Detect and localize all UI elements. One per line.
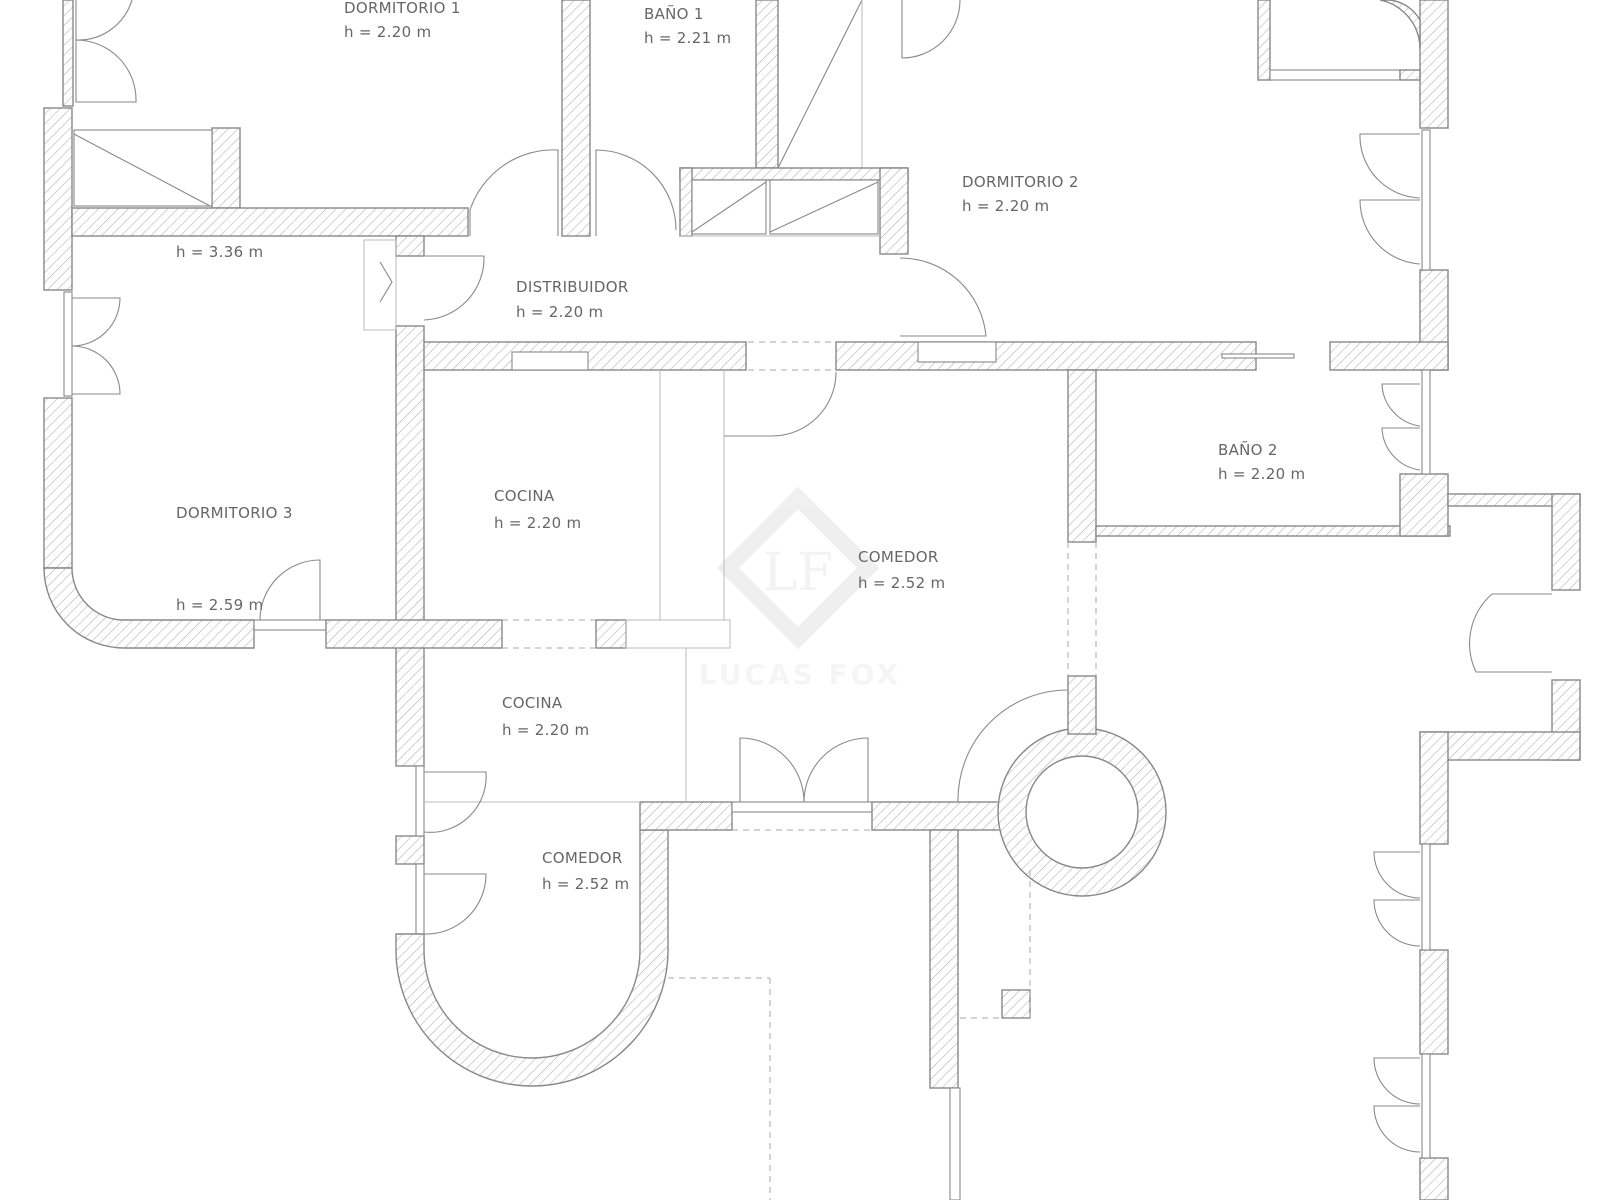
watermark-logo: LF	[763, 543, 834, 603]
room-height-cocina-2: h = 2.20 m	[502, 721, 589, 739]
room-height-distribuidor: h = 2.20 m	[516, 303, 603, 321]
room-height-dormitorio-2: h = 2.20 m	[962, 197, 1049, 215]
room-name-distribuidor: DISTRIBUIDOR	[516, 278, 629, 296]
doors	[71, 0, 1552, 1153]
room-name-dormitorio-3: DORMITORIO 3	[176, 504, 293, 522]
watermark-brand: LUCAS FOX	[699, 658, 901, 691]
room-height-dormitorio-1: h = 2.20 m	[344, 23, 431, 41]
room-height-dormitorio-3: h = 2.59 m	[176, 596, 263, 614]
room-height-comedor-1: h = 2.52 m	[858, 574, 945, 592]
room-height-bano-1: h = 2.21 m	[644, 29, 731, 47]
room-name-comedor-2: COMEDOR	[542, 849, 623, 867]
room-name-bano-1: BAÑO 1	[644, 4, 704, 23]
room-name-cocina-1: COCINA	[494, 487, 555, 505]
walls	[43, 0, 1581, 1200]
room-labels: DORMITORIO 1 h = 2.20 m BAÑO 1 h = 2.21 …	[176, 0, 1305, 893]
room-height-bano-2: h = 2.20 m	[1218, 465, 1305, 483]
room-name-bano-2: BAÑO 2	[1218, 440, 1278, 459]
room-name-dormitorio-1: DORMITORIO 1	[344, 0, 461, 17]
watermark: LF LUCAS FOX	[699, 486, 901, 691]
room-name-comedor-1: COMEDOR	[858, 548, 939, 566]
room-name-dormitorio-2: DORMITORIO 2	[962, 173, 1079, 191]
room-height-cocina-1: h = 2.20 m	[494, 514, 581, 532]
room-name-cocina-2: COCINA	[502, 694, 563, 712]
room-height-closet: h = 3.36 m	[176, 243, 263, 261]
watermark-diamond-icon	[716, 486, 880, 650]
room-height-comedor-2: h = 2.52 m	[542, 875, 629, 893]
